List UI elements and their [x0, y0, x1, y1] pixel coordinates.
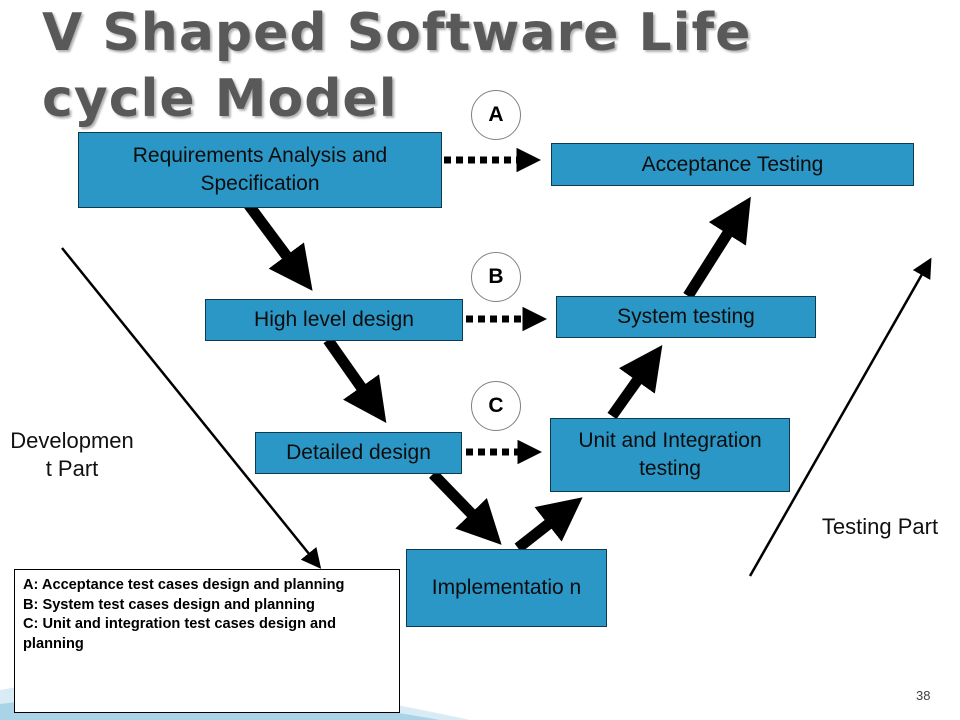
marker-c: C	[471, 381, 521, 431]
high-level-design-box: High level design	[205, 299, 463, 341]
legend-item-b: B: System test cases design and planning	[23, 596, 315, 613]
arrow-unit-to-system	[607, 345, 663, 420]
acceptance-testing-box: Acceptance Testing	[551, 143, 914, 186]
arrow-implementation-to-unit	[514, 497, 583, 553]
marker-b: B	[471, 252, 521, 302]
arrow-detailed-to-implementation	[429, 470, 502, 545]
requirements-box: Requirements Analysis and Specification	[78, 132, 442, 208]
development-part-label: Developmen t Part	[10, 428, 134, 481]
detailed-design-box: Detailed design	[255, 432, 462, 474]
unit-integration-testing-box: Unit and Integration testing	[550, 418, 790, 492]
slide-title: V Shaped Software Life cycle Model	[42, 3, 752, 129]
arrow-hld-to-detailed	[323, 336, 387, 424]
legend-item-c: C: Unit and integration test cases desig…	[23, 616, 337, 652]
legend-box: A: Acceptance test cases design and plan…	[14, 569, 400, 713]
legend-item-a: A: Acceptance test cases design and plan…	[23, 577, 345, 593]
marker-a: A	[471, 90, 521, 140]
page-number: 38	[916, 688, 931, 703]
implementation-box: Implementatio n	[406, 549, 607, 627]
development-direction-arrow	[61, 247, 322, 569]
arrow-system-to-acceptance	[683, 196, 751, 299]
testing-part-label: Testing Part	[821, 514, 939, 539]
arrow-requirements-to-hld	[240, 196, 313, 291]
system-testing-box: System testing	[556, 296, 816, 338]
testing-direction-arrow	[748, 257, 932, 577]
